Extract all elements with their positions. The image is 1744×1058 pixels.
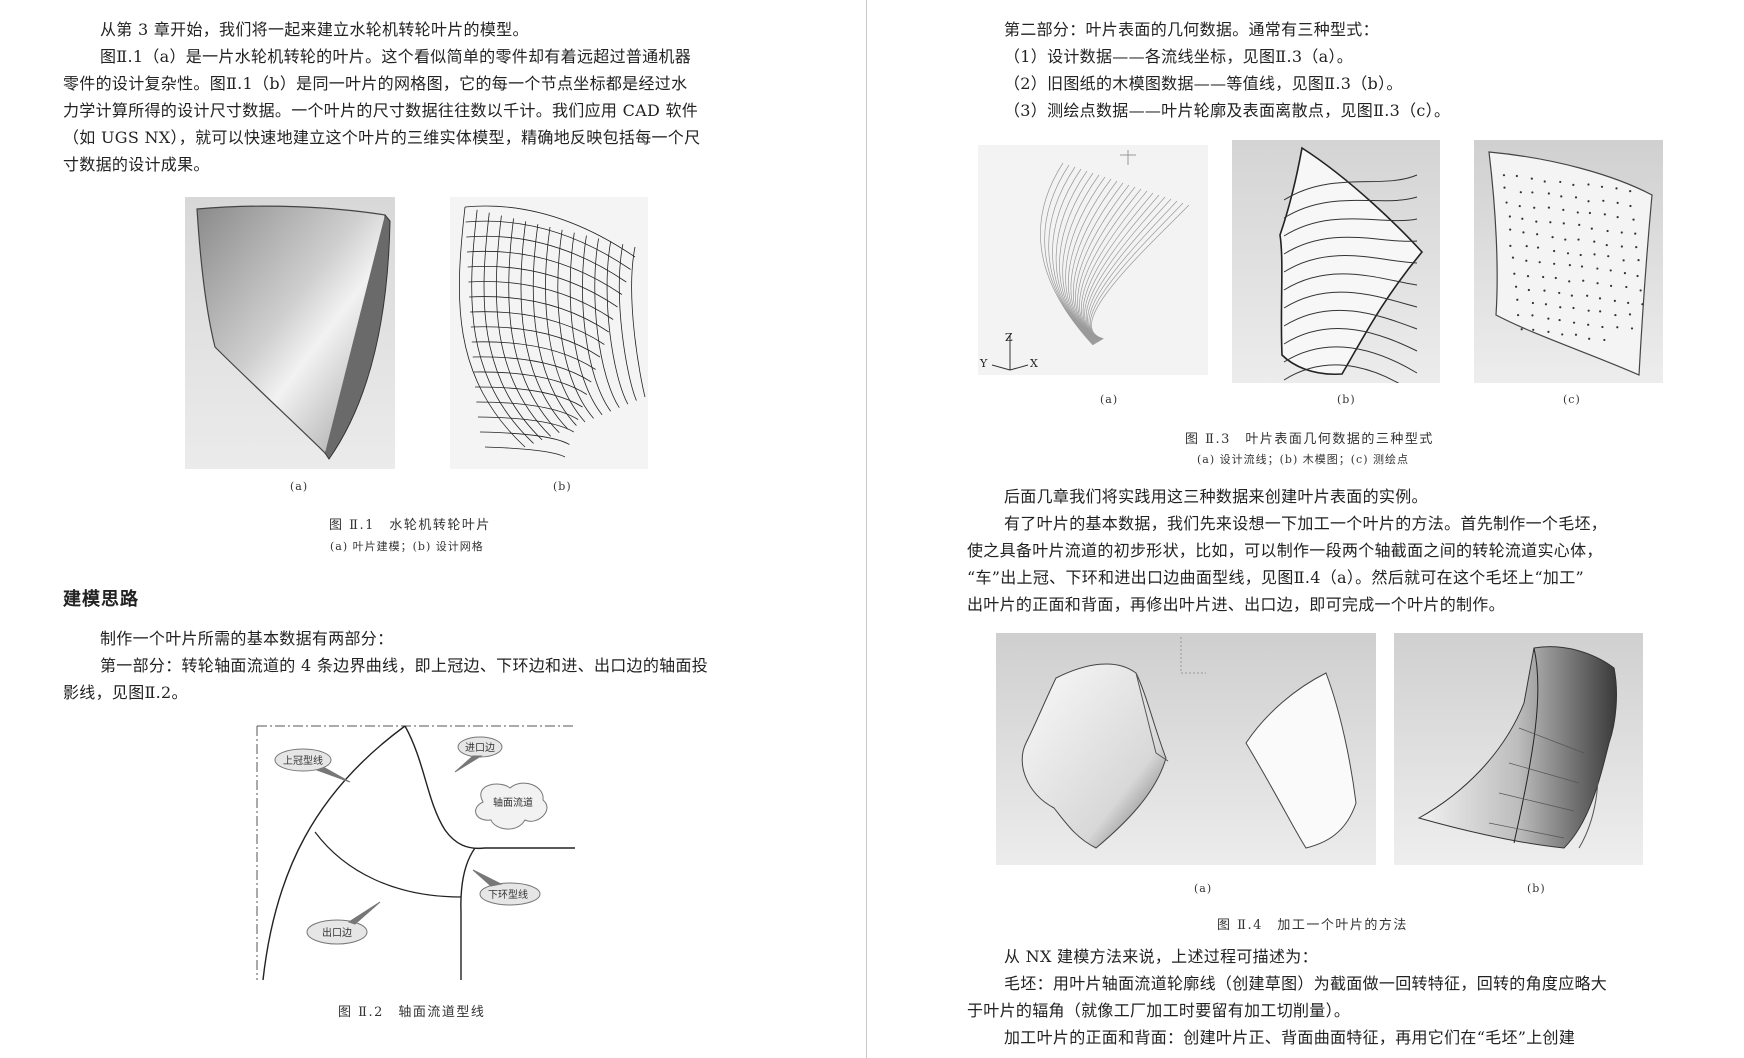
text-line: 后面几章我们将实践用这三种数据来创建叶片表面的实例。 — [1004, 487, 1428, 506]
wood-pattern-contours-image — [1232, 140, 1440, 383]
channel-profile-diagram: 上冠型线 进口边 轴面流道 下环型线 出口边 — [256, 725, 575, 981]
text-line: 力学计算所得的设计尺寸数据。一个叶片的尺寸数据往往数以千计。我们应用 CAD 软… — [63, 101, 699, 120]
figure-subcaption: (a) 叶片建模；(b) 设计网格 — [330, 540, 484, 553]
text-line: （如 UGS NX），就可以快速地建立这个叶片的三维实体模型，精确地反映包括每一… — [63, 128, 701, 147]
figure-subcaption: (a) 设计流线；(b) 木模图；(c) 测绘点 — [1197, 453, 1409, 466]
blade-model-image — [185, 197, 395, 469]
text-line: 有了叶片的基本数据，我们先来设想一下加工一个叶片的方法。首先制作一个毛坯， — [1004, 514, 1608, 533]
label-inlet: 进口边 — [465, 742, 495, 754]
figure-caption: 图 Ⅱ.2 轴面流道型线 — [338, 1005, 486, 1020]
text-line: 零件的设计复杂性。图Ⅱ.1（b）是同一叶片的网格图，它的每一个节点坐标都是经过水 — [63, 74, 688, 93]
subfig-label: (a) — [290, 480, 309, 493]
text-line: 毛坯：用叶片轴面流道轮廓线（创建草图）为截面做一回转特征，回转的角度应略大 — [1004, 974, 1608, 993]
text-line: 图Ⅱ.1（a）是一片水轮机转轮的叶片。这个看似简单的零件却有着远超过普通机器 — [100, 47, 692, 66]
subfig-label: (c) — [1563, 393, 1581, 406]
right-page: 第二部分：叶片表面的几何数据。通常有三种型式： （1）设计数据——各流线坐标，见… — [872, 0, 1744, 1058]
blade-mesh-image — [450, 197, 648, 469]
text-line: （2）旧图纸的木模图数据——等值线，见图Ⅱ.3（b）。 — [1004, 74, 1403, 93]
text-line: “车”出上冠、下环和进出口边曲面型线，见图Ⅱ.4（a）。然后就可在这个毛坯上“加… — [967, 568, 1584, 587]
subfig-label: (a) — [1194, 882, 1213, 895]
left-page: 从第 3 章开始，我们将一起来建立水轮机转轮叶片的模型。 图Ⅱ.1（a）是一片水… — [0, 0, 866, 1058]
figure-caption: 图 Ⅱ.1 水轮机转轮叶片 — [329, 518, 491, 533]
subfig-label: (b) — [1337, 393, 1356, 406]
subfig-label: (b) — [553, 480, 572, 493]
figure-caption: 图 Ⅱ.4 加工一个叶片的方法 — [1217, 918, 1408, 933]
figure-caption: 图 Ⅱ.3 叶片表面几何数据的三种型式 — [1185, 432, 1434, 447]
blank-blade-image — [996, 633, 1376, 865]
section-heading: 建模思路 — [63, 589, 139, 610]
label-outlet: 出口边 — [322, 926, 352, 939]
measured-points-image — [1474, 140, 1663, 383]
text-line: 从第 3 章开始，我们将一起来建立水轮机转轮叶片的模型。 — [100, 20, 529, 39]
design-streamlines-image: Z Y X — [978, 145, 1208, 375]
text-line: 于叶片的辐角（就像工厂加工时要留有加工切削量）。 — [967, 1001, 1351, 1020]
label-channel: 轴面流道 — [493, 796, 533, 809]
text-line: 影线，见图Ⅱ.2。 — [63, 683, 188, 702]
axis-label-z: Z — [1005, 331, 1013, 344]
text-line: 第二部分：叶片表面的几何数据。通常有三种型式： — [1004, 20, 1379, 39]
text-line: 使之具备叶片流道的初步形状，比如，可以制作一段两个轴截面之间的转轮流道实心体， — [967, 541, 1603, 560]
page-gutter — [866, 0, 873, 1058]
text-line: （3）测绘点数据——叶片轮廓及表面离散点，见图Ⅱ.3（c）。 — [1004, 101, 1451, 120]
label-band: 下环型线 — [488, 888, 528, 901]
text-line: 从 NX 建模方法来说，上述过程可描述为： — [1004, 947, 1318, 966]
axis-label-y: Y — [979, 357, 988, 370]
subfig-label: (a) — [1100, 393, 1119, 406]
subfig-label: (b) — [1527, 882, 1546, 895]
text-line: 制作一个叶片所需的基本数据有两部分： — [100, 629, 394, 648]
text-line: 加工叶片的正面和背面：创建叶片正、背面曲面特征，再用它们在“毛坯”上创建 — [1004, 1028, 1576, 1047]
label-crown: 上冠型线 — [283, 754, 323, 767]
text-line: 出叶片的正面和背面，再修出叶片进、出口边，即可完成一个叶片的制作。 — [967, 595, 1505, 614]
axis-label-x: X — [1030, 357, 1038, 370]
text-line: 第一部分：转轮轴面流道的 4 条边界曲线，即上冠边、下环边和进、出口边的轴面投 — [100, 656, 709, 675]
text-line: （1）设计数据——各流线坐标，见图Ⅱ.3（a）。 — [1004, 47, 1354, 66]
machined-blade-image — [1394, 633, 1643, 865]
text-line: 寸数据的设计成果。 — [63, 155, 210, 174]
